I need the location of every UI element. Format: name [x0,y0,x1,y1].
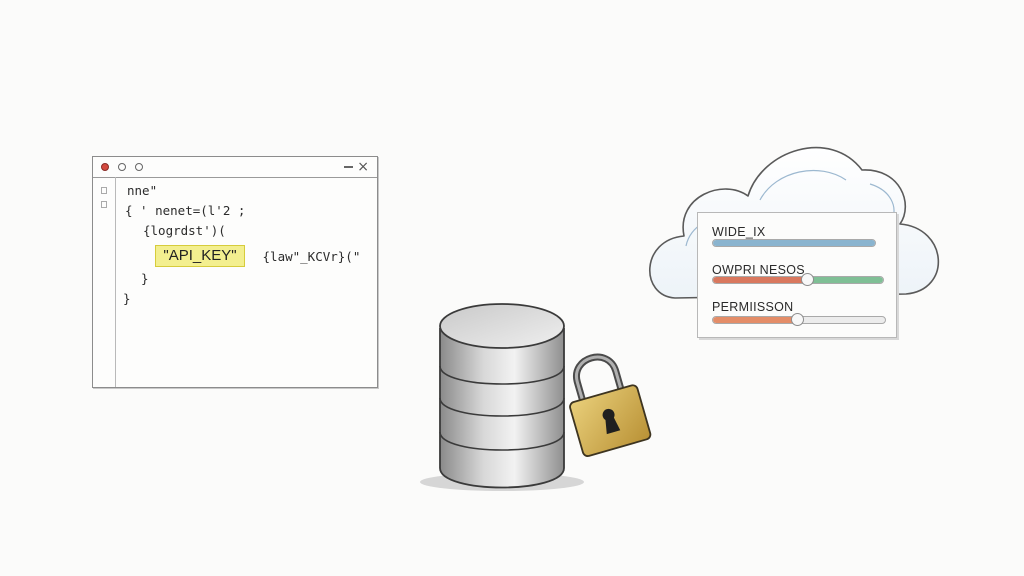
permission-label: PERMIISSON [712,300,794,314]
editor-titlebar: × [93,157,377,178]
gutter-marker-icon [101,201,107,208]
maximize-dot-icon[interactable] [135,163,143,171]
minimize-dot-icon[interactable] [118,163,126,171]
code-line: { ' nenet=(l'2 ; [125,203,246,218]
slider-fill [713,277,808,283]
slider-thumb[interactable] [791,313,804,326]
code-line: nne" [127,183,158,198]
code-editor-window: × nne" { ' nenet=(l'2 ; {logrdst')( "API… [92,156,378,388]
database-icon [420,303,584,491]
gutter-marker-icon [101,187,107,194]
editor-gutter [93,177,116,387]
close-icon[interactable]: × [357,159,369,175]
close-dot-icon[interactable] [101,163,109,171]
permission-label: WIDE_IX [712,225,766,239]
minimize-icon[interactable] [344,166,353,168]
permission-slider[interactable] [712,276,884,284]
api-key-highlight: "API_KEY" [155,245,245,267]
permissions-panel: WIDE_IX OWPRI NESOS PERMIISSON [697,212,897,338]
permission-slider[interactable] [712,239,876,247]
slider-fill [713,317,798,323]
code-line: {law"_KCVr}(" [255,249,361,264]
slider-thumb[interactable] [801,273,814,286]
code-line: {logrdst')( [143,223,226,238]
padlock-icon [569,353,652,457]
code-line: } [123,291,131,306]
slider-fill [713,240,875,246]
slider-fill-secondary [808,277,883,283]
code-line: } [141,271,149,286]
code-content: nne" { ' nenet=(l'2 ; {logrdst')( "API_K… [93,157,377,387]
permission-label: OWPRI NESOS [712,263,805,277]
